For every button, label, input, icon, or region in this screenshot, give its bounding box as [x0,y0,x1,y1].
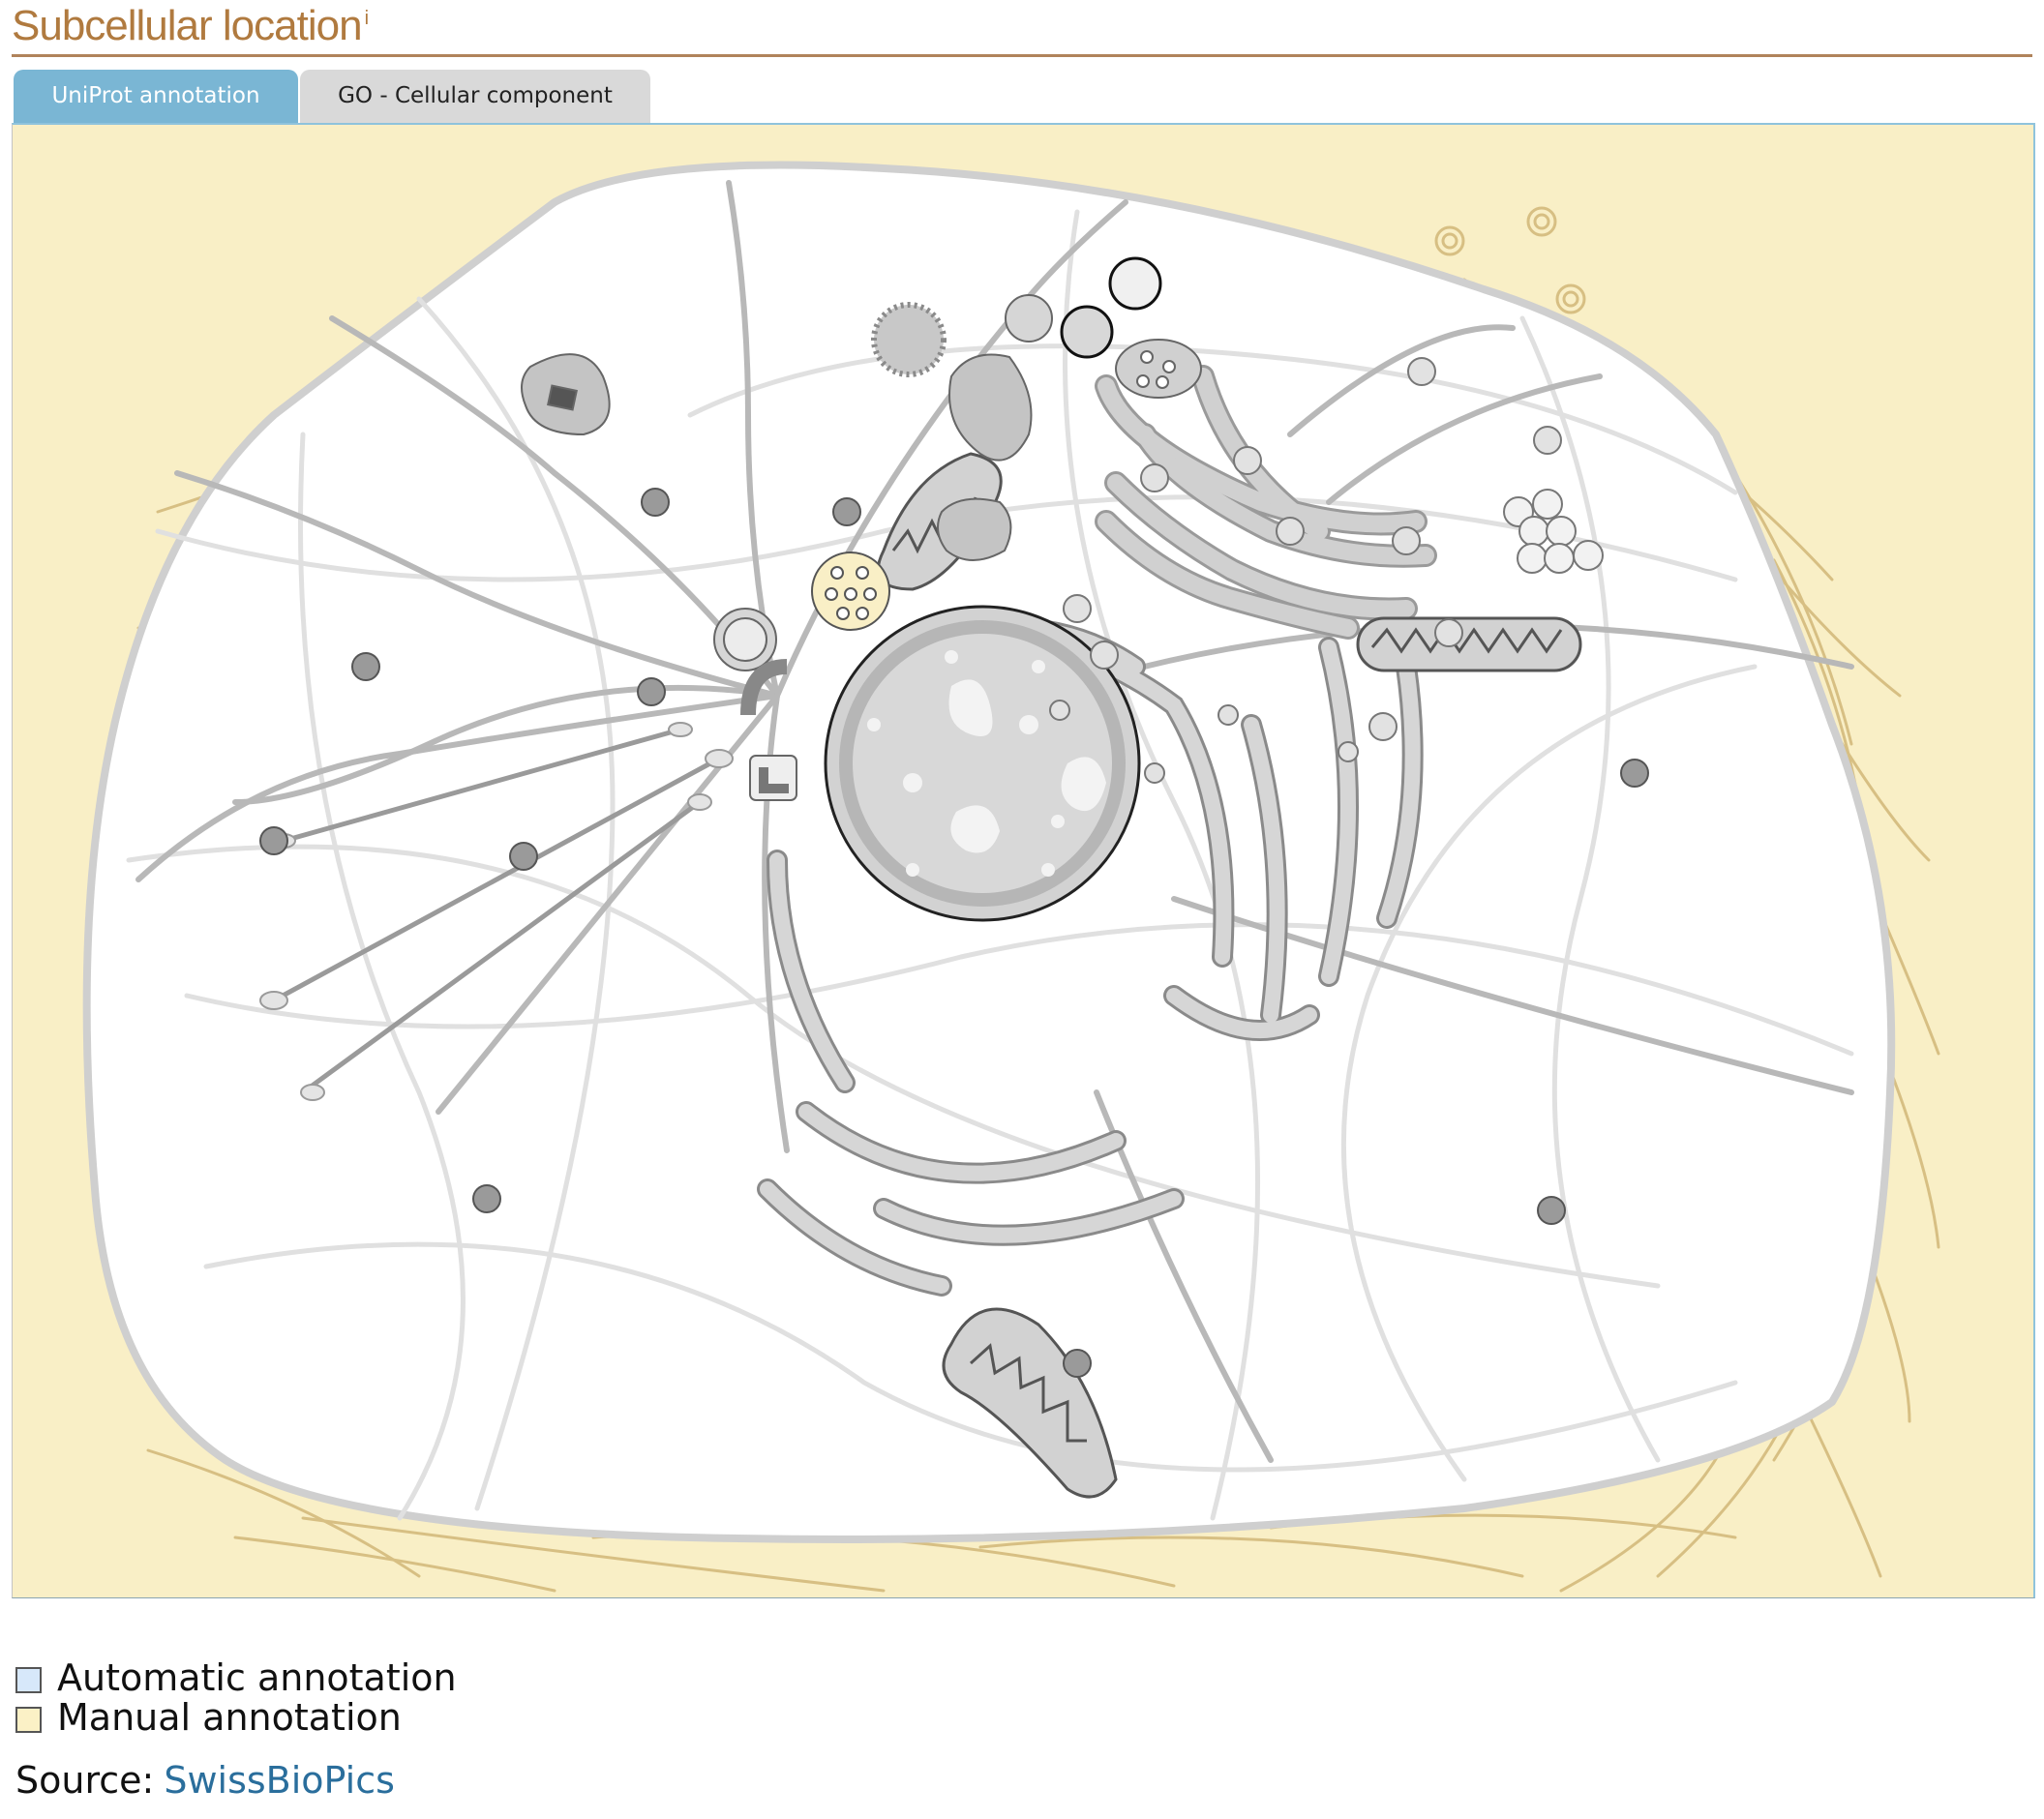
organelles [521,256,1202,801]
golgi-lumen [1097,368,1434,637]
source-prefix: Source: [15,1759,155,1802]
nucleus [824,605,1141,922]
tab-go-cellular-component[interactable]: GO - Cellular component [300,70,650,123]
swissbiopics-link[interactable]: SwissBioPics [164,1759,395,1802]
tab-uniprot-annotation[interactable]: UniProt annotation [14,70,298,123]
cell-diagram [82,161,1940,1593]
legend-item-manual: Manual annotation [15,1698,457,1738]
legend-item-automatic: Automatic annotation [15,1658,457,1698]
info-icon[interactable]: i [364,8,370,30]
vesicles-light [1049,357,1562,784]
vesicle-cluster [1503,489,1604,574]
cell-diagram-panel [12,123,2035,1598]
source-line: Source:SwissBioPics [15,1759,395,1802]
actin-fibers [271,727,722,1095]
manual-annotation-swatch [15,1707,42,1733]
legend-label-manual: Manual annotation [57,1696,402,1739]
legend-label-automatic: Automatic annotation [57,1656,457,1699]
vesicle-highlight [811,552,890,631]
legend: Automatic annotation Manual annotation [15,1658,457,1738]
granules [259,488,1649,1378]
automatic-annotation-swatch [15,1667,42,1693]
section-title-text: Subcellular location [12,2,363,49]
